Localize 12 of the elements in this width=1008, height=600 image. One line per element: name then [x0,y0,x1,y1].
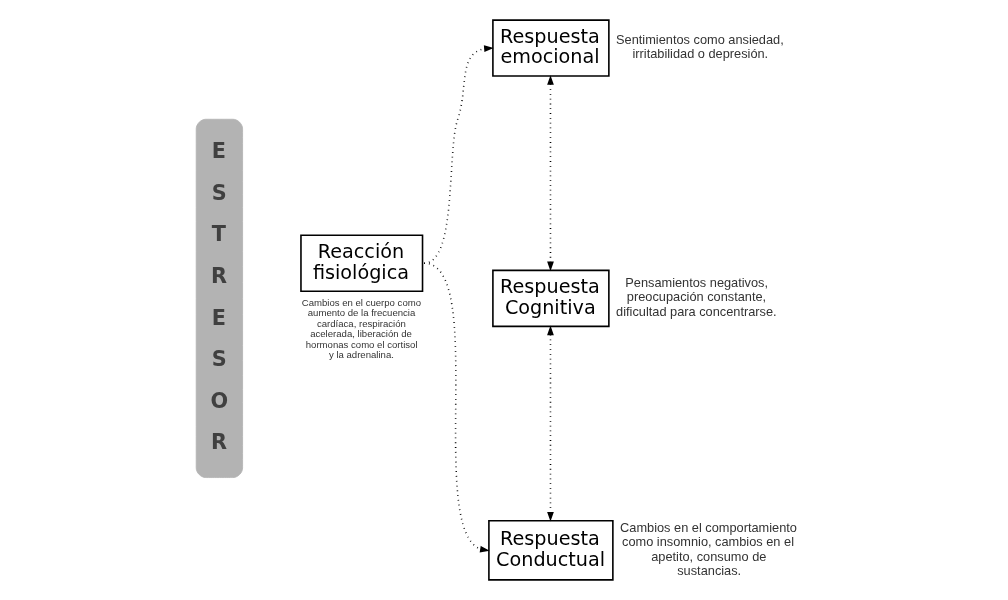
node-label: Cambios en el cuerpo como aumento de la frecuencia cardíaca, respiración acelerada, liberación de hormonas como el cortisol y la adrenalina. [301,297,421,361]
node-label: Pensamientos negativos, preocupación constante, dificultad para concentrarse. [615,275,777,319]
arrow [546,75,554,272]
node-label: Cambios en el comportamiento como insomnio, cambios en el apetito, consumo de sustancias. [619,519,797,578]
node-label: Sentimientos como ansiedad, irritabilidad o depresión. [615,31,784,62]
node-box: ESTRESOR [195,118,243,478]
arrow [546,325,554,522]
arrow [422,262,490,553]
node-box: Respuesta Cognitiva [491,269,610,328]
node-box: Reacción fisiológica [299,234,423,292]
node-box: Respuesta emocional [491,19,610,77]
node-box: Respuesta Conductual [487,519,614,581]
